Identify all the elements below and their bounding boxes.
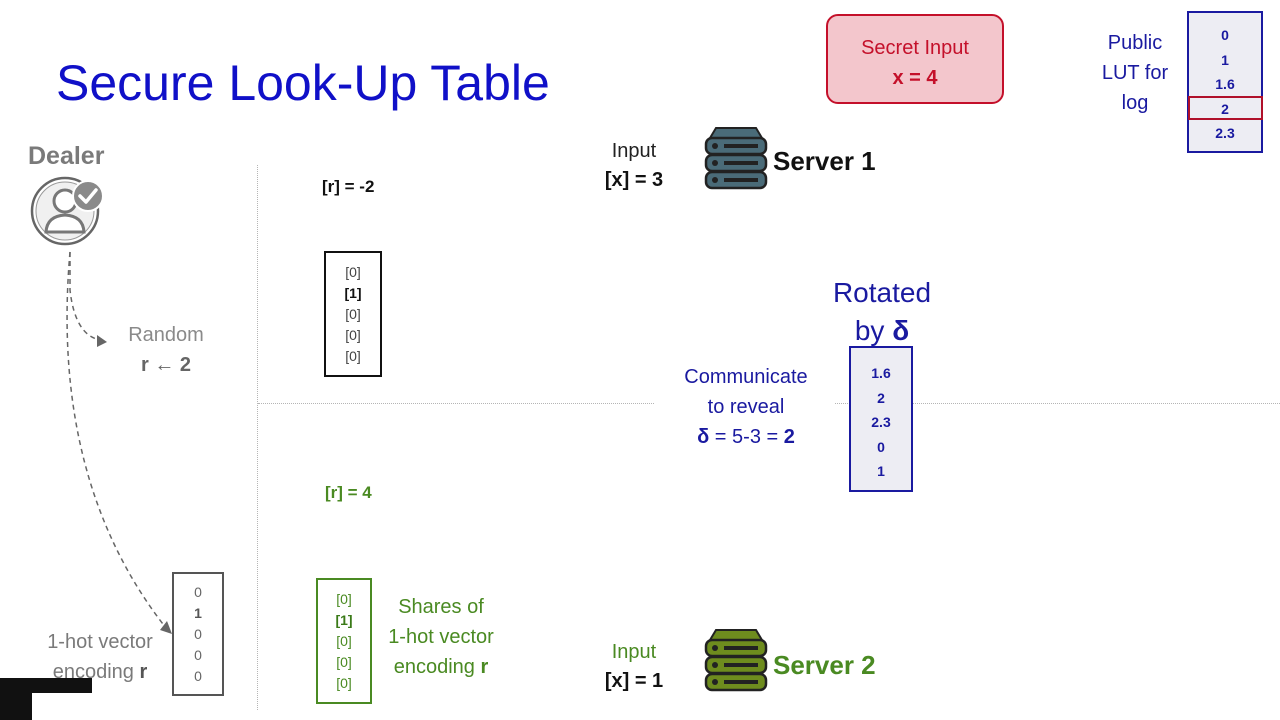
secret-input-box: Secret Input x = 4 — [826, 14, 1004, 104]
secret-input-label: Secret Input — [861, 37, 969, 59]
rotated-line1: Rotated — [832, 277, 932, 308]
server2-input-value: [x] = 1 — [604, 670, 664, 692]
lut-cell: 1 — [877, 463, 885, 479]
onehot-label: 1-hot vector encoding r — [30, 627, 170, 687]
onehot-label-line2: encoding — [52, 661, 140, 683]
communicate-result: 2 — [783, 426, 795, 448]
lut-cell: 1.6 — [1215, 76, 1235, 92]
server1-input: Input [x] = 3 — [596, 137, 672, 195]
vector-cell: [0] — [345, 263, 361, 280]
page-title: Secure Look-Up Table — [56, 55, 550, 111]
vector-cell: [0] — [336, 653, 352, 670]
lut-cell: 2 — [877, 389, 885, 406]
onehot-label-line1: 1-hot vector — [47, 631, 153, 653]
vector-cell: 0 — [194, 625, 202, 642]
public-lut-line3: log — [1121, 92, 1149, 114]
rotated-delta: δ — [892, 315, 910, 346]
vector-cell: [0] — [336, 632, 352, 649]
vector-cell: [0] — [345, 305, 361, 322]
public-lut-line2: LUT for — [1101, 62, 1169, 84]
server1-vector: [0] [1] [0] [0] [0] — [324, 251, 382, 377]
vector-cell: 0 — [194, 667, 202, 684]
vector-cell: 0 — [194, 583, 202, 600]
public-lut-line1: Public — [1107, 32, 1163, 54]
random-text: Random — [128, 324, 204, 346]
server2-input-label: Input — [611, 641, 657, 663]
lut-cell: 0 — [877, 438, 885, 455]
public-lut-table: 0 1 1.6 2 2.3 — [1187, 11, 1263, 153]
public-lut-label: Public LUT for log — [1090, 28, 1180, 118]
dealer-label: Dealer — [28, 142, 105, 170]
rotated-lut-table: 1.6 2 2.3 0 1 — [849, 346, 913, 492]
communicate-line2: to reveal — [707, 396, 785, 418]
lut-cell: 1.6 — [871, 365, 891, 381]
dealer-onehot-vector: 0 1 0 0 0 — [172, 572, 224, 696]
dealer-arrows — [66, 251, 172, 634]
secret-input-value: x = 4 — [892, 67, 938, 89]
rotated-line2: by — [854, 315, 893, 346]
lut-cell: 0 — [1221, 27, 1229, 43]
lut-cell: 1 — [1221, 51, 1229, 68]
rotated-label: Rotated by δ — [818, 274, 946, 350]
dealer-icon — [30, 176, 110, 246]
server1-label: Server 1 — [773, 146, 876, 176]
shares-line3: encoding — [393, 656, 481, 678]
random-label: Random r ← 2 — [116, 320, 216, 380]
server1-icon — [704, 126, 768, 192]
server2-vector: [0] [1] [0] [0] [0] — [316, 578, 372, 704]
communicate-label: Communicate to reveal δ = 5-3 = 2 — [666, 362, 826, 452]
vector-cell: [1] — [335, 611, 353, 628]
vector-cell: [0] — [345, 326, 361, 343]
server2-icon — [704, 628, 768, 694]
shares-line1: Shares of — [398, 596, 484, 618]
vector-cell: [0] — [345, 347, 361, 364]
corner-decoration — [0, 693, 32, 720]
server1-input-value: [x] = 3 — [604, 169, 664, 191]
divider-gap — [655, 398, 835, 408]
onehot-var: r — [139, 661, 148, 683]
vector-cell: 1 — [194, 604, 202, 621]
vector-cell: [0] — [336, 674, 352, 691]
vector-cell: 0 — [194, 646, 202, 663]
shares-var: r — [480, 656, 489, 678]
server1-r-share: [r] = -2 — [322, 177, 375, 196]
vertical-divider — [257, 165, 258, 710]
server2-label: Server 2 — [773, 650, 876, 680]
server2-input: Input [x] = 1 — [596, 638, 672, 696]
lut-cell: 2 — [1221, 100, 1229, 117]
communicate-line1: Communicate — [684, 366, 808, 388]
random-value: r ← 2 — [140, 354, 192, 376]
communicate-delta: δ — [697, 426, 710, 448]
lut-highlight — [1188, 96, 1263, 120]
server2-r-share: [r] = 4 — [325, 483, 372, 502]
server1-input-label: Input — [611, 140, 657, 162]
corner-decoration — [0, 678, 92, 693]
shares-label: Shares of 1-hot vector encoding r — [374, 592, 508, 682]
shares-line2: 1-hot vector — [388, 626, 494, 648]
lut-cell: 2.3 — [871, 414, 891, 430]
lut-cell: 2.3 — [1215, 125, 1235, 141]
vector-cell: [1] — [344, 284, 362, 301]
vector-cell: [0] — [336, 590, 352, 607]
communicate-expr: = 5-3 = — [709, 426, 784, 448]
